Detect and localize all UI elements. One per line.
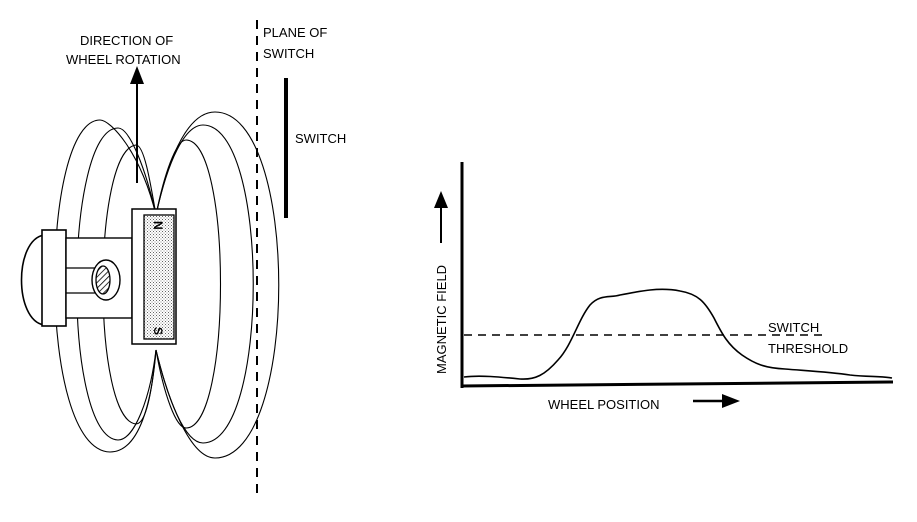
field-line-right-inner — [155, 139, 222, 429]
rotation-arrow — [130, 66, 144, 183]
field-line-right-outer — [155, 111, 280, 459]
field-line-right-middle — [155, 124, 254, 444]
magnet-north-label: N — [151, 221, 165, 230]
x-axis-label: WHEEL POSITION — [548, 397, 659, 412]
plane-label-line1: PLANE OF — [263, 25, 327, 40]
plane-label-line2: SWITCH — [263, 46, 314, 61]
x-axis-arrow — [693, 394, 740, 408]
y-axis-arrow — [434, 191, 448, 243]
threshold-label-line1: SWITCH — [768, 320, 819, 335]
magnet: N S — [131, 208, 177, 345]
sensor-housing — [20, 229, 133, 327]
magnetic-field-curve — [463, 288, 893, 380]
rotation-label-line2: WHEEL ROTATION — [66, 52, 181, 67]
sensor-element — [95, 265, 111, 295]
threshold-label-line2: THRESHOLD — [768, 341, 848, 356]
x-axis — [460, 380, 894, 388]
field-plot: MAGNETIC FIELD WHEEL POSITION SWITCH THR… — [434, 162, 894, 412]
switch-label: SWITCH — [295, 131, 346, 146]
magnet-south-label: S — [151, 327, 165, 335]
rotation-label-line1: DIRECTION OF — [80, 33, 173, 48]
y-axis-label: MAGNETIC FIELD — [434, 265, 449, 374]
